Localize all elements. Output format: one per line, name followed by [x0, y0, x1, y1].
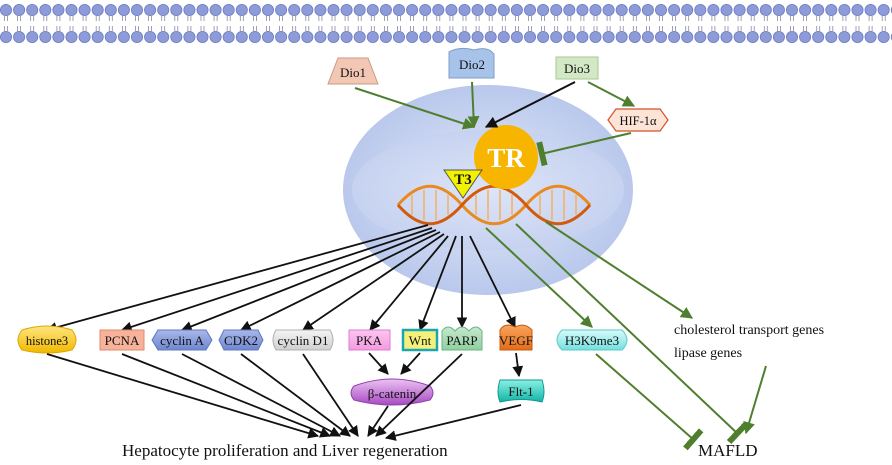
cell-membrane — [0, 4, 892, 43]
inhibit-dna-mafld — [515, 223, 748, 445]
cyclin-a-node — [151, 329, 213, 351]
parp-node — [441, 326, 483, 351]
arrow-histone3-prolif — [46, 353, 320, 439]
arrow-to-wnt — [418, 235, 457, 332]
t3-label: T3 — [454, 172, 472, 188]
cdk2-node — [218, 329, 264, 351]
outcome-proliferation: Hepatocyte proliferation and Liver regen… — [122, 441, 448, 460]
histone3-label: histone3 — [26, 334, 68, 348]
cdk2-label: CDK2 — [224, 333, 258, 348]
inhibit-hif-tr — [536, 132, 632, 167]
arrow-cdk2-prolif — [240, 353, 351, 437]
proliferation-arrows — [46, 353, 522, 441]
dna-target-arrows — [45, 224, 516, 333]
pka-node — [348, 329, 391, 351]
arrow-to-histone3 — [45, 224, 429, 333]
arrow-to-cyclin-a — [180, 229, 437, 332]
h3k9me3-label: H3K9me3 — [565, 333, 619, 348]
arrow-cyclin-d1-prolif — [302, 353, 359, 437]
arrow-pka-beta — [368, 352, 389, 375]
vegf-label: VEGF — [499, 333, 533, 348]
pka-label: PKA — [356, 333, 383, 348]
arrow-to-vegf — [469, 235, 516, 328]
pcna-node — [99, 329, 145, 351]
genes-line2: lipase genes — [674, 346, 742, 361]
arrow-to-cdk2 — [240, 231, 441, 331]
beta-catenin-node — [350, 378, 434, 406]
pcna-label: PCNA — [105, 333, 140, 348]
arrow-to-pcna — [120, 227, 433, 333]
arrow-dio1-tr — [354, 87, 476, 130]
dio2-node — [448, 47, 495, 79]
arrow-wnt-beta — [400, 352, 421, 375]
h3k9me3-node — [556, 329, 628, 351]
dio3-label: Dio3 — [564, 61, 590, 76]
histone3-node — [17, 325, 77, 354]
hif1a-node — [607, 108, 669, 132]
beta-catenin-label: β-catenin — [368, 386, 417, 401]
cyclin-a-label: cyclin A — [160, 333, 204, 348]
arrow-genes-mafld — [743, 365, 767, 435]
vegf-node — [499, 324, 533, 351]
dio1-label: Dio1 — [340, 65, 366, 80]
arrow-flt1-prolif — [384, 404, 522, 441]
arrow-dio2-tr — [467, 81, 480, 129]
dio2-label: Dio2 — [459, 57, 485, 72]
cyclin-d1-node — [272, 329, 334, 351]
hif1a-label: HIF-1α — [619, 114, 657, 128]
wnt-label: Wnt — [409, 333, 432, 348]
tr-receptor — [474, 125, 538, 189]
arrow-to-genes — [545, 221, 694, 319]
inhibit-h3k9me3-mafld — [595, 353, 704, 451]
arrow-vegf-flt1 — [512, 352, 524, 378]
arrow-dio3-tr — [484, 81, 576, 128]
t3-hormone — [443, 169, 483, 199]
arrow-parp-prolif — [375, 353, 463, 437]
arrow-cyclin-a-prolif — [181, 353, 341, 437]
arrow-to-pka — [369, 235, 449, 331]
flt1-node — [497, 379, 545, 403]
flt1-label: Flt-1 — [508, 384, 533, 399]
arrow-to-h3k9me3 — [485, 227, 593, 328]
arrow-beta-prolif — [367, 405, 389, 437]
outcome-mafld: MAFLD — [698, 441, 758, 460]
tr-label: TR — [487, 143, 525, 173]
cyclin-d1-label: cyclin D1 — [278, 333, 329, 348]
wnt-node — [401, 328, 439, 352]
genes-line1: cholesterol transport genes — [674, 323, 824, 338]
parp-label: PARP — [446, 333, 477, 348]
arrow-to-cyclin-d1 — [302, 233, 445, 331]
arrow-dio3-hif — [587, 81, 636, 107]
dio1-node — [327, 57, 379, 85]
dio3-node — [555, 56, 599, 80]
arrow-pcna-prolif — [121, 353, 332, 438]
